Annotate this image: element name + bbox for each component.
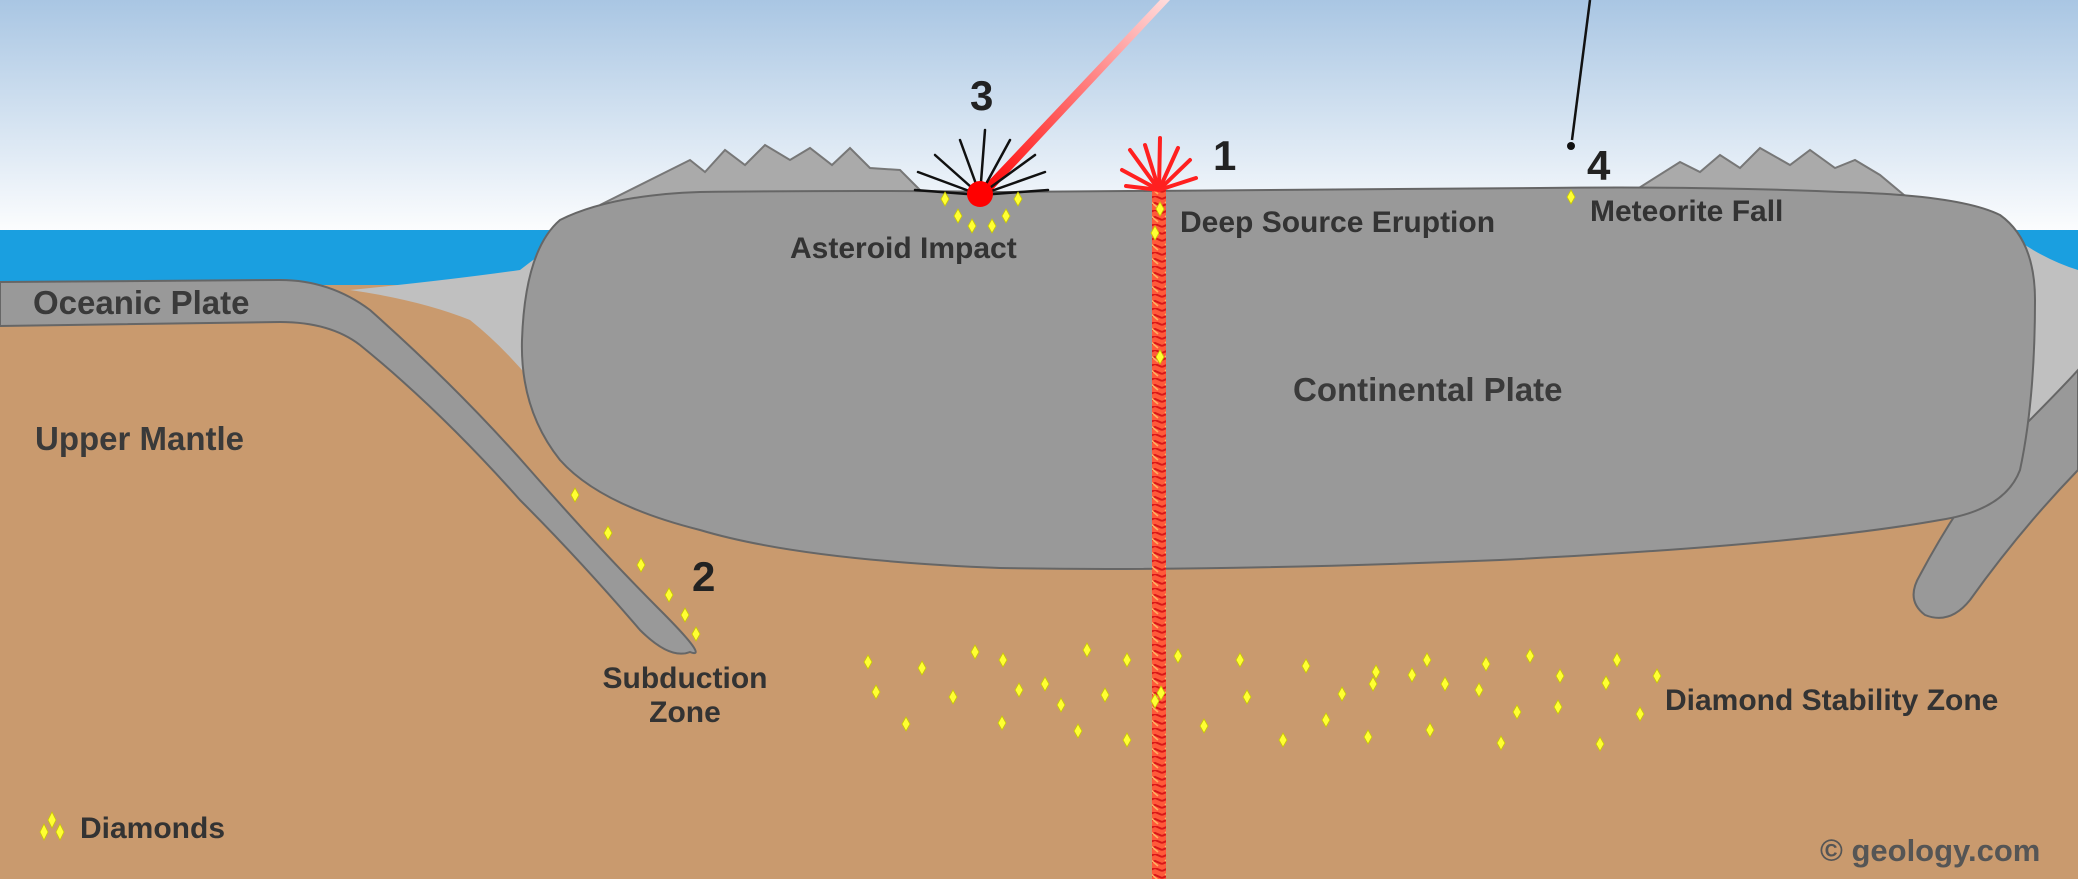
meteorite-fall-label: Meteorite Fall: [1590, 195, 1784, 228]
diamond-icon: [691, 626, 701, 642]
upper-mantle-label: Upper Mantle: [35, 420, 245, 457]
diamond-icon: [1496, 735, 1506, 751]
diamond-icon: [1422, 652, 1432, 668]
deep-source-eruption-label: Deep Source Eruption: [1180, 206, 1496, 239]
diamond-icon: [680, 607, 690, 623]
diamond-icon: [1056, 697, 1066, 713]
diamond-icon: [917, 660, 927, 676]
diamond-icon: [1474, 682, 1484, 698]
number-1-label: 1: [1213, 132, 1237, 179]
diamond-icon: [1301, 658, 1311, 674]
diamond-icon: [603, 525, 613, 541]
diamond-icon: [664, 587, 674, 603]
diamond-icon: [1601, 675, 1611, 691]
diamond-legend-icon: [39, 811, 65, 841]
diamond-icon: [1199, 718, 1209, 734]
diamond-icon: [1440, 676, 1450, 692]
number-4-label: 4: [1587, 142, 1611, 189]
diamond-icon: [987, 218, 997, 234]
diamond-icon: [1553, 699, 1563, 715]
diamond-stability-zone-label: Diamond Stability Zone: [1665, 684, 1999, 717]
diamond-icon: [953, 208, 963, 224]
diamond-icon: [1082, 642, 1092, 658]
meteorite: [1567, 142, 1575, 150]
asteroid-trail: [980, 0, 1170, 198]
diamond-icon: [1156, 685, 1166, 701]
diamond-icon: [1512, 704, 1522, 720]
diamond-icon: [901, 716, 911, 732]
oceanic-plate-label: Oceanic Plate: [33, 284, 250, 321]
diamond-icon: [1150, 693, 1160, 709]
asteroid-impact-label: Asteroid Impact: [790, 232, 1017, 265]
diamond-icon: [1155, 349, 1165, 365]
diamond-icon: [1612, 652, 1622, 668]
diamond-icon: [871, 684, 881, 700]
meteorite-trail: [1570, 0, 1592, 141]
asteroid-impact-point: [967, 181, 993, 207]
number-3-label: 3: [970, 72, 994, 119]
oceanic-plate-slab: [0, 278, 697, 655]
diamond-icon: [1407, 667, 1417, 683]
diamond-icon: [1337, 686, 1347, 702]
diamond-icon: [636, 557, 646, 573]
diamond-icon: [940, 191, 950, 207]
diamond-icon: [1242, 689, 1252, 705]
mountains-left: [599, 143, 933, 206]
diamond-icon: [1013, 191, 1023, 207]
diamond-icon: [997, 715, 1007, 731]
diamond-icon: [970, 644, 980, 660]
diamond-icon: [967, 218, 977, 234]
diamond-icon: [1595, 736, 1605, 752]
continental-plate-label: Continental Plate: [1293, 371, 1563, 408]
diamond-icon: [1652, 668, 1662, 684]
diamond-icon: [1371, 664, 1381, 680]
sediment-wedge-left: [350, 230, 580, 420]
diamonds-group: [570, 189, 1662, 752]
diamond-icon: [1100, 687, 1110, 703]
diamond-icon: [1150, 225, 1160, 241]
copyright-credit: © geology.com: [1820, 833, 2041, 868]
number-2-label: 2: [692, 553, 716, 600]
diamond-icon: [1363, 729, 1373, 745]
legend-diamonds-label: Diamonds: [80, 812, 226, 845]
subduction-zone-label: Subduction Zone: [590, 664, 780, 728]
subduction-zone-line1: Subduction: [602, 662, 768, 695]
diamond-icon: [1001, 208, 1011, 224]
diamond-icon: [1235, 652, 1245, 668]
diamond-icon: [1321, 712, 1331, 728]
diamond-icon: [948, 689, 958, 705]
diamond-icon: [1635, 706, 1645, 722]
diamond-icon: [1525, 648, 1535, 664]
diamond-icon: [863, 654, 873, 670]
diamond-icon: [1555, 668, 1565, 684]
diamond-icon: [1368, 676, 1378, 692]
diamond-icon: [1278, 732, 1288, 748]
diamond-icon: [1122, 652, 1132, 668]
diamond-icon: [1155, 201, 1165, 217]
diamond-icon: [998, 652, 1008, 668]
diamond-icon: [1122, 732, 1132, 748]
diamond-icon: [1073, 723, 1083, 739]
magma-conduit: [1152, 190, 1166, 879]
diamond-icon: [1425, 722, 1435, 738]
diamond-icon: [1173, 648, 1183, 664]
eruption-burst: [1120, 136, 1198, 192]
continental-plate-shape: [520, 186, 2037, 570]
diamond-icon: [1040, 676, 1050, 692]
diamond-icon: [1566, 189, 1576, 205]
diamond-icon: [1481, 656, 1491, 672]
diamond-icon: [1014, 682, 1024, 698]
subduction-zone-line2: Zone: [649, 696, 721, 729]
diamond-icon: [570, 487, 580, 503]
